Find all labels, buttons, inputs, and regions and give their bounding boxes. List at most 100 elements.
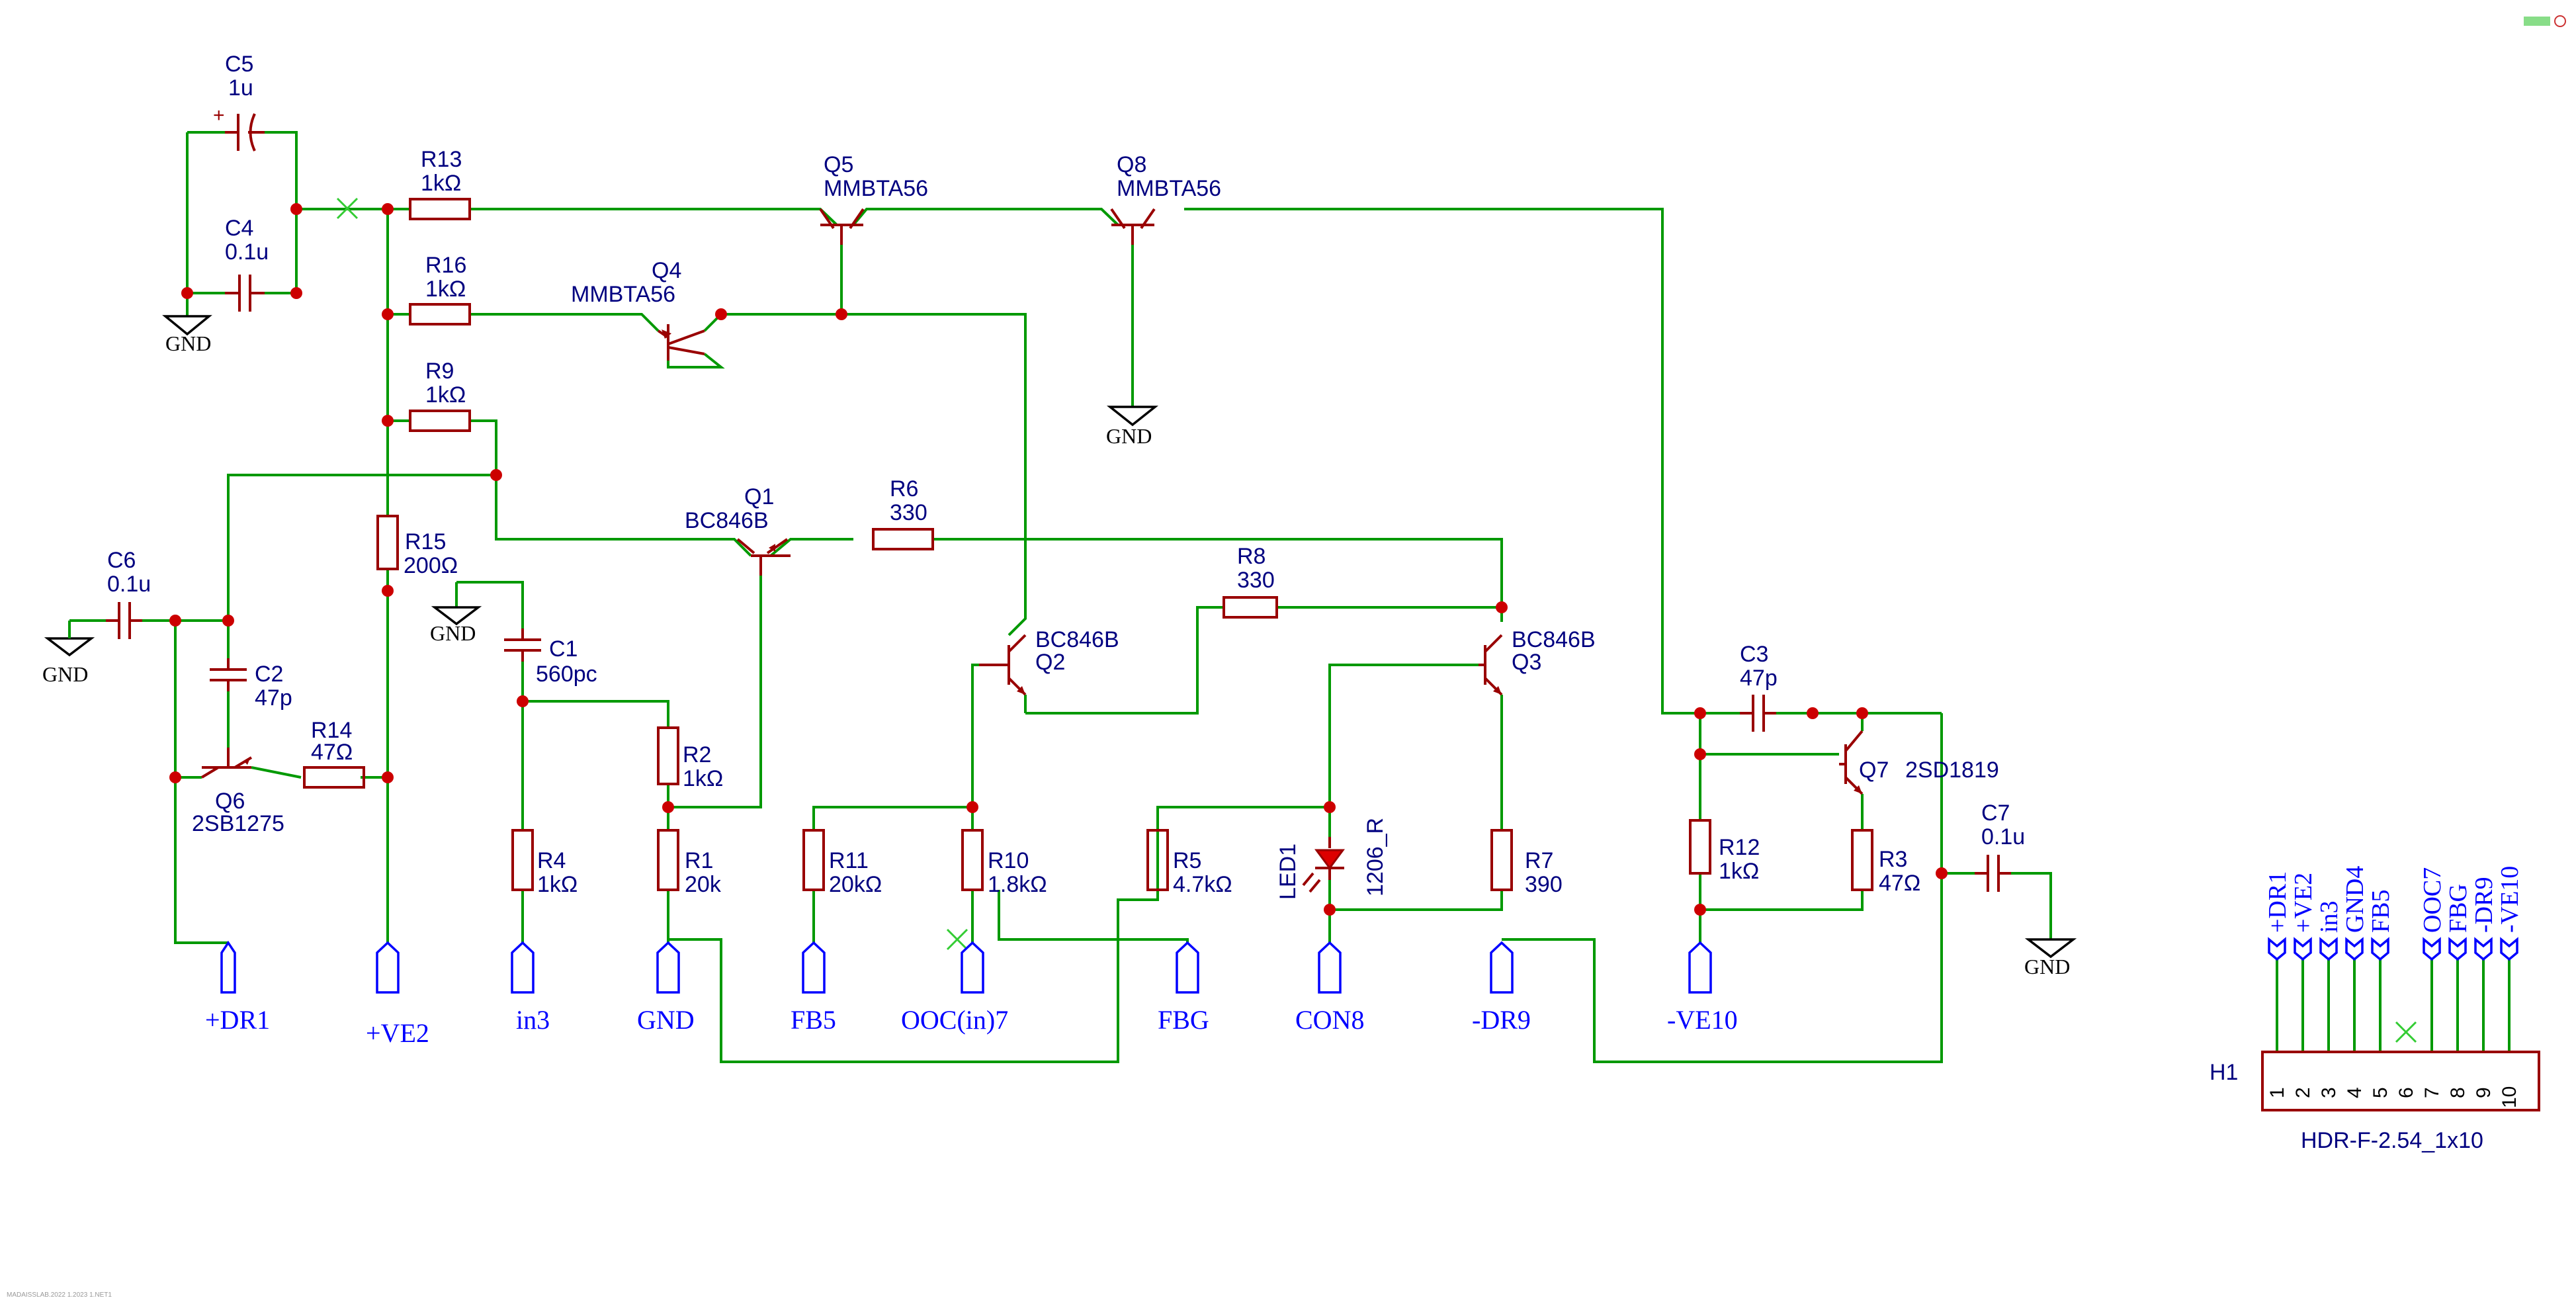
R15-symbol[interactable] [376,515,399,570]
C1-symbol[interactable] [504,629,541,662]
R3-symbol[interactable] [1851,829,1873,891]
R9-value: 1kΩ [425,382,466,408]
R6-symbol[interactable] [872,528,934,550]
R10-symbol[interactable] [961,829,984,891]
gnd-label-1: GND [165,331,211,355]
R6-ref: R6 [890,476,918,501]
hdr-pin-label-1: +VE2 [2290,873,2317,933]
R14-symbol[interactable] [303,766,365,789]
Q6-ref: Q6 [215,789,245,814]
LED1-symbol[interactable] [1302,837,1345,893]
hdr-pin-label-6: FBG [2444,884,2472,933]
R6-value: 330 [890,500,927,525]
C1-ref: C1 [549,636,578,662]
Q1-value: BC846B [685,508,769,533]
port-label-7: CON8 [1295,1005,1364,1035]
R8-symbol[interactable] [1223,596,1278,619]
hdr-pin-num-9: 10 [2499,1086,2520,1108]
C6-symbol[interactable] [106,602,142,639]
no-connect-markers [336,197,2417,1043]
footer-text: MADAISSLAB.2022 1.2023 1.NET1 [7,1291,112,1299]
Q5-value: MMBTA56 [824,176,928,201]
R9-symbol[interactable] [409,410,471,432]
Q2-ref: Q2 [1035,650,1065,675]
C1-value: 560pc [536,662,597,687]
port-shape-ve10 [1688,941,1712,994]
C6-ref: C6 [107,548,136,573]
R3-ref: R3 [1879,847,1907,872]
R16-symbol[interactable] [409,303,471,326]
gnd-q8 [1106,406,1159,427]
C2-symbol[interactable] [210,658,247,691]
junction-dots [169,203,1948,916]
C3-symbol[interactable] [1740,695,1776,732]
Q3-ref: Q3 [1512,650,1541,675]
R12-symbol[interactable] [1689,819,1711,875]
Q5-symbol[interactable] [819,208,865,245]
R10-ref: R10 [988,848,1029,873]
hdr-pin-label-4: FB5 [2367,890,2395,933]
R7-symbol[interactable] [1490,829,1513,891]
header-pin-numbers: 1 2 3 4 5 6 7 8 9 10 [2266,1086,2520,1108]
C4-symbol[interactable] [225,275,265,312]
gnd-label-4: GND [430,621,476,645]
R1-symbol[interactable] [657,829,679,891]
Q5-ref: Q5 [824,152,853,177]
R7-ref: R7 [1525,848,1553,873]
R3-value: 47Ω [1879,871,1920,896]
port-label-4: FB5 [791,1005,836,1035]
Q3-symbol[interactable] [1479,634,1503,696]
Q6-symbol[interactable] [200,748,253,779]
C5-symbol[interactable]: + [213,105,265,152]
C2-value: 47p [255,685,292,711]
R9-ref: R9 [425,359,454,384]
port-label-5: OOC(in)7 [901,1005,1008,1035]
port-shape-ve2 [376,941,400,994]
R8-ref: R8 [1237,544,1266,569]
Q6-value: 2SB1275 [192,811,284,836]
Q7-symbol[interactable] [1839,730,1864,795]
gnd-label-5: GND [2024,955,2070,978]
hdr-pin-label-7: -DR9 [2470,877,2498,933]
R2-symbol[interactable] [657,726,679,785]
port-shape-in3 [511,941,535,994]
header-H1[interactable]: H1 HDR-F-2.54_1x10 +DR1 +VE2 in3 GND4 FB… [2210,866,2540,1153]
C3-value: 47p [1740,666,1778,691]
gnd-c6 [44,621,95,657]
LED1-ref: LED1 [1275,844,1301,900]
R13-symbol[interactable] [409,198,471,220]
Q2-symbol[interactable] [979,634,1027,696]
R4-symbol[interactable] [511,829,534,891]
Q8-ref: Q8 [1117,152,1146,177]
Q4-value: MMBTA56 [571,282,675,307]
header-pin-labels: +DR1 +VE2 in3 GND4 FB5 OOC7 FBG -DR9 -VE… [2264,866,2524,933]
R7-value: 390 [1525,872,1563,897]
port-shape-gnd [656,941,680,994]
port-shape-ooc [961,941,984,994]
Q8-symbol[interactable] [1110,208,1156,245]
capacitors: + [106,105,2011,892]
C2-ref: C2 [255,662,283,687]
Q2-value: BC846B [1035,627,1119,652]
port-shape-dr1 [220,940,236,994]
header-pin-wires [2276,953,2511,1052]
R5-symbol[interactable] [1146,829,1169,891]
gnd-label-3: GND [42,662,88,686]
C5-ref: C5 [225,52,253,77]
R16-ref: R16 [425,253,466,278]
R2-value: 1kΩ [683,766,723,791]
hdr-pin-label-8: -VE10 [2496,866,2524,933]
port-shape-fb5 [802,941,826,994]
R16-value: 1kΩ [425,277,466,302]
hdr-pin-num-2: 3 [2318,1087,2340,1098]
C5-value: 1u [228,75,253,101]
port-label-0: +DR1 [205,1005,270,1035]
Q4-symbol[interactable] [657,324,705,361]
Q1-symbol[interactable] [736,538,791,576]
C7-symbol[interactable] [1975,855,2011,892]
R4-ref: R4 [537,848,566,873]
corner-mark-icon [2524,15,2566,27]
wires [69,131,2511,1063]
R11-symbol[interactable] [802,829,825,891]
C6-value: 0.1u [107,572,151,597]
